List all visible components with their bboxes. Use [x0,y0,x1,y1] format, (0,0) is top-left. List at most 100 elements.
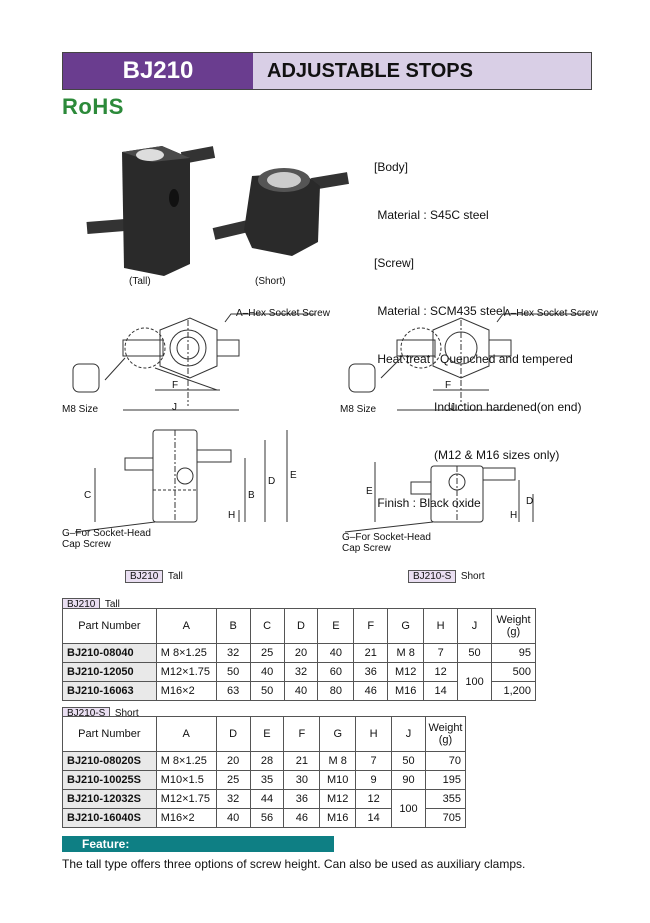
table-cell: M 8×1.25 [155,643,217,663]
hex-screw-label-short: A–Hex Socket Screw [504,308,598,319]
table-cell: 40 [249,662,285,682]
table-cell: 70 [424,751,467,771]
spec-finish: Finish : Black oxide [374,496,481,510]
title-banner: BJ210 ADJUSTABLE STOPS [62,52,592,90]
table-cell: 46 [353,681,389,701]
product-code: BJ210 [63,53,253,89]
dim-j-short: J [450,402,455,413]
table-cell: 100 [391,789,426,828]
table-cell: 20 [215,751,251,771]
table-cell: 56 [249,808,285,828]
column-header: Part Number [62,716,157,752]
short-drawing-tag: BJ210-S Short [408,566,485,584]
column-header: G [319,716,357,752]
table-cell: 95 [491,643,536,663]
tall-drawing-tag: BJ210 Tall [125,566,183,584]
table-cell: 36 [353,662,389,682]
table-cell: 12 [423,662,459,682]
column-header: G [387,608,425,644]
table-cell: 21 [283,751,321,771]
table-cell: 32 [283,662,319,682]
short-stop-photo [212,168,349,256]
table-cell: 21 [353,643,389,663]
dim-d-tall: D [268,476,276,487]
column-header: E [317,608,355,644]
column-header: H [423,608,459,644]
table-cell: 1,200 [491,681,536,701]
table-cell: 7 [355,751,393,771]
table-cell: 30 [283,770,321,790]
table-cell: 60 [317,662,355,682]
table-cell: M12 [319,789,357,809]
table-cell: 90 [391,770,426,790]
tall-table-tag: BJ210 Tall [62,594,120,612]
table-cell: M 8 [387,643,425,663]
table-cell: 705 [424,808,467,828]
short-top-view [348,313,589,411]
table-cell: 20 [283,643,319,663]
dim-d-short: D [526,496,534,507]
spec-body-material: Material : S45C steel [374,208,489,222]
column-header: Part Number [62,608,157,644]
column-header: D [283,608,319,644]
dim-j-tall: J [172,402,177,413]
rohs-logo: RoHS [62,94,124,119]
column-header: Weight (g) [424,716,467,752]
table-cell: 80 [317,681,355,701]
table-cell: 40 [215,808,251,828]
tall-top-view [72,313,315,411]
hex-screw-label-tall: A–Hex Socket Screw [236,308,330,319]
part-number-cell: BJ210-12050 [62,662,157,682]
product-photos [86,146,349,276]
table-cell: 50 [215,662,251,682]
table-cell: 12 [355,789,393,809]
table-cell: M16 [319,808,357,828]
table-cell: 7 [423,643,459,663]
table-cell: 25 [215,770,251,790]
part-number-cell: BJ210-08020S [62,751,157,771]
table-cell: M16×2 [155,681,217,701]
table-cell: 32 [215,643,251,663]
part-number-cell: BJ210-16063 [62,681,157,701]
dim-f-tall: F [172,380,179,391]
technical-drawings [72,313,589,533]
table-cell: 36 [283,789,321,809]
spec-body-heading: [Body] [374,160,409,174]
column-header: F [283,716,321,752]
table-cell: M12×1.75 [155,662,217,682]
g-note-short: G–For Socket-Head Cap Screw [342,532,431,554]
feature-text: The tall type offers three options of sc… [62,857,526,871]
table-cell: 14 [355,808,393,828]
table-cell: M 8 [319,751,357,771]
table-cell: 355 [424,789,467,809]
dim-f-short: F [445,380,452,391]
table-cell: 500 [491,662,536,682]
table-cell: 25 [249,643,285,663]
column-header: F [353,608,389,644]
table-cell: 40 [317,643,355,663]
column-header: C [249,608,285,644]
column-header: A [155,608,217,644]
table-cell: 50 [249,681,285,701]
dim-b: B [248,490,255,501]
column-header: E [249,716,285,752]
m8-size-label-short: M8 Size [340,404,377,415]
table-cell: 14 [423,681,459,701]
tall-caption: (Tall) [129,276,151,287]
table-cell: 63 [215,681,251,701]
product-title: ADJUSTABLE STOPS [253,53,591,89]
m8-size-label-tall: M8 Size [62,404,99,415]
column-header: Weight (g) [491,608,536,644]
table-cell: M12×1.75 [155,789,217,809]
feature-heading: Feature: [62,836,334,852]
table-cell: 32 [215,789,251,809]
spec-screw-material: Material : SCM435 steel [374,304,506,318]
dim-e-short: E [366,486,373,497]
column-header: A [155,716,217,752]
